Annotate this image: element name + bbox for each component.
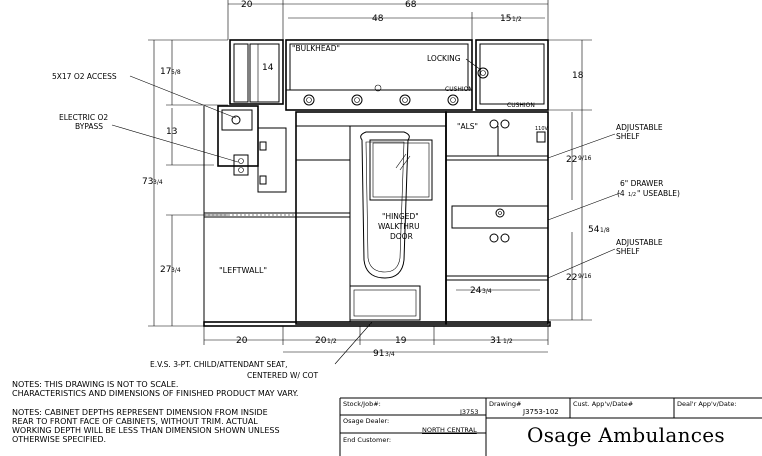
label-electric-o2: ELECTRIC O2 xyxy=(59,113,108,122)
dim-bottom-19: 19 xyxy=(395,336,407,346)
knob-icon xyxy=(303,84,459,106)
dim-right-54: 54 xyxy=(588,225,600,235)
dim-bottom-31-frac: 1/2 xyxy=(503,338,513,345)
dealer-approval-label: Deal'r App'v/Date: xyxy=(677,400,737,408)
cust-approval-label: Cust. App'v/Date# xyxy=(573,400,634,408)
left-dimensions: 73 3/4 17 5/8 13 27 3/4 xyxy=(142,39,228,327)
end-customer-label: End Customer: xyxy=(343,436,392,444)
stock-value: J3753 xyxy=(460,408,479,416)
dim-right-cab-width-frac: 1/2 xyxy=(512,16,522,23)
label-bypass: BYPASS xyxy=(75,122,103,131)
dim-bottom-31: 31 xyxy=(490,336,501,346)
label-hinged-3: DOOR xyxy=(390,232,413,241)
note-line: REAR TO FRONT FACE OF CABINETS, WITHOUT … xyxy=(12,417,258,426)
dim-right-cab-width: 15 xyxy=(500,14,511,24)
stock-label: Stock/Job#: xyxy=(343,400,381,408)
dim-shelf-lower-frac: 9/16 xyxy=(578,273,592,280)
dim-bottom-20: 20 xyxy=(236,336,248,346)
dim-shelf-lower: 22 xyxy=(566,273,577,283)
dim-right-top-18: 18 xyxy=(572,71,584,81)
note-line: NOTES: THIS DRAWING IS NOT TO SCALE. xyxy=(12,380,179,389)
label-adjustable-shelf-2b: SHELF xyxy=(616,247,640,256)
cabinet-structure: 14 "BULKHEAD" CUSHION CUSHION LOCKING xyxy=(203,39,551,327)
notes-depth: NOTES: CABINET DEPTHS REPRESENT DIMENSIO… xyxy=(12,408,280,444)
label-locking: LOCKING xyxy=(427,54,461,63)
label-hinged-2: WALKTHRU xyxy=(378,222,420,231)
label-leftwall: "LEFTWALL" xyxy=(219,266,267,275)
title-block xyxy=(339,397,762,456)
dim-bottom-20b-frac: 1/2 xyxy=(327,338,337,345)
note-line: WORKING DEPTH WILL BE LESS THAN DIMENSIO… xyxy=(12,426,280,435)
dim-bulkhead-width: 48 xyxy=(372,14,384,24)
dim-bottom-total: 91 xyxy=(373,349,384,359)
dim-overall-height: 73 xyxy=(142,177,153,187)
label-drawer-b-pre: (4 xyxy=(617,189,625,198)
note-line: CHARACTERISTICS AND DIMENSIONS OF FINISH… xyxy=(12,389,299,398)
top-dimensions: 20 68 48 15 1/2 xyxy=(227,0,549,40)
label-adjustable-shelf-1b: SHELF xyxy=(616,132,640,141)
company-logo-text: Osage Ambulances xyxy=(527,423,725,447)
label-110v: 110V xyxy=(535,126,549,132)
dim-lower-left-height: 27 xyxy=(160,265,171,275)
label-drawer-b-frac: 1/2 xyxy=(628,192,636,198)
drawing-label: Drawing# xyxy=(489,400,522,408)
drawing-value: J3753-102 xyxy=(523,408,559,416)
label-access: 5X17 O2 ACCESS xyxy=(52,72,117,81)
label-cushion-right: CUSHION xyxy=(507,102,535,109)
note-line: OTHERWISE SPECIFIED. xyxy=(12,435,107,444)
dim-bottom-20b: 20 xyxy=(315,336,327,346)
seat-outline xyxy=(349,131,421,321)
label-adjustable-shelf-1a: ADJUSTABLE xyxy=(616,123,663,132)
dim-inner-24: 24 xyxy=(470,286,482,296)
dim-inner-24-frac: 3/4 xyxy=(482,288,492,295)
outlet-icon: 110V xyxy=(535,126,549,143)
right-dimensions: 18 54 1/8 22 9/16 22 9/16 xyxy=(548,39,610,321)
dim-electric-13: 13 xyxy=(166,127,177,137)
osage-dealer-value: NORTH CENTRAL xyxy=(422,426,477,434)
label-bulkhead: "BULKHEAD" xyxy=(292,44,340,53)
label-evs-1: E.V.S. 3-PT. CHILD/ATTENDANT SEAT, xyxy=(150,360,288,369)
dim-top-left: 20 xyxy=(241,0,253,10)
dim-upper-left-height-frac: 5/8 xyxy=(171,69,181,76)
label-drawer-a: 6" DRAWER xyxy=(620,179,663,188)
label-cushion-left: CUSHION xyxy=(445,86,473,93)
drawer-knob-icon xyxy=(495,208,505,218)
dim-overall-height-frac: 3/4 xyxy=(153,179,163,186)
label-hinged-1: "HINGED" xyxy=(382,212,419,221)
dim-upper-left-height: 17 xyxy=(160,67,171,77)
label-drawer-b-post: " USEABLE) xyxy=(637,189,680,198)
lock-icon xyxy=(477,67,489,79)
label-evs-2: CENTERED W/ COT xyxy=(247,371,318,380)
dim-top-mid: 68 xyxy=(405,0,417,10)
callouts: 5X17 O2 ACCESS ELECTRIC O2 BYPASS ADJUST… xyxy=(52,72,680,380)
gauge-icon xyxy=(489,119,510,243)
notes-scale: NOTES: THIS DRAWING IS NOT TO SCALE. CHA… xyxy=(12,380,298,398)
note-line: NOTES: CABINET DEPTHS REPRESENT DIMENSIO… xyxy=(12,408,268,417)
bottom-dimensions: 20 20 1/2 19 31 1/2 91 3/4 xyxy=(203,326,549,359)
dim-lower-left-height-frac: 3/4 xyxy=(171,267,181,274)
label-als: "ALS" xyxy=(457,122,478,131)
switch-plate-icon xyxy=(233,154,249,176)
dim-shelf-upper: 22 xyxy=(566,155,577,165)
dim-bottom-total-frac: 3/4 xyxy=(385,351,395,358)
dim-inner-14: 14 xyxy=(262,63,274,73)
label-adjustable-shelf-2a: ADJUSTABLE xyxy=(616,238,663,247)
osage-dealer-label: Osage Dealer: xyxy=(343,417,390,425)
dim-shelf-upper-frac: 9/16 xyxy=(578,155,592,162)
dim-right-54-frac: 1/8 xyxy=(600,227,610,234)
